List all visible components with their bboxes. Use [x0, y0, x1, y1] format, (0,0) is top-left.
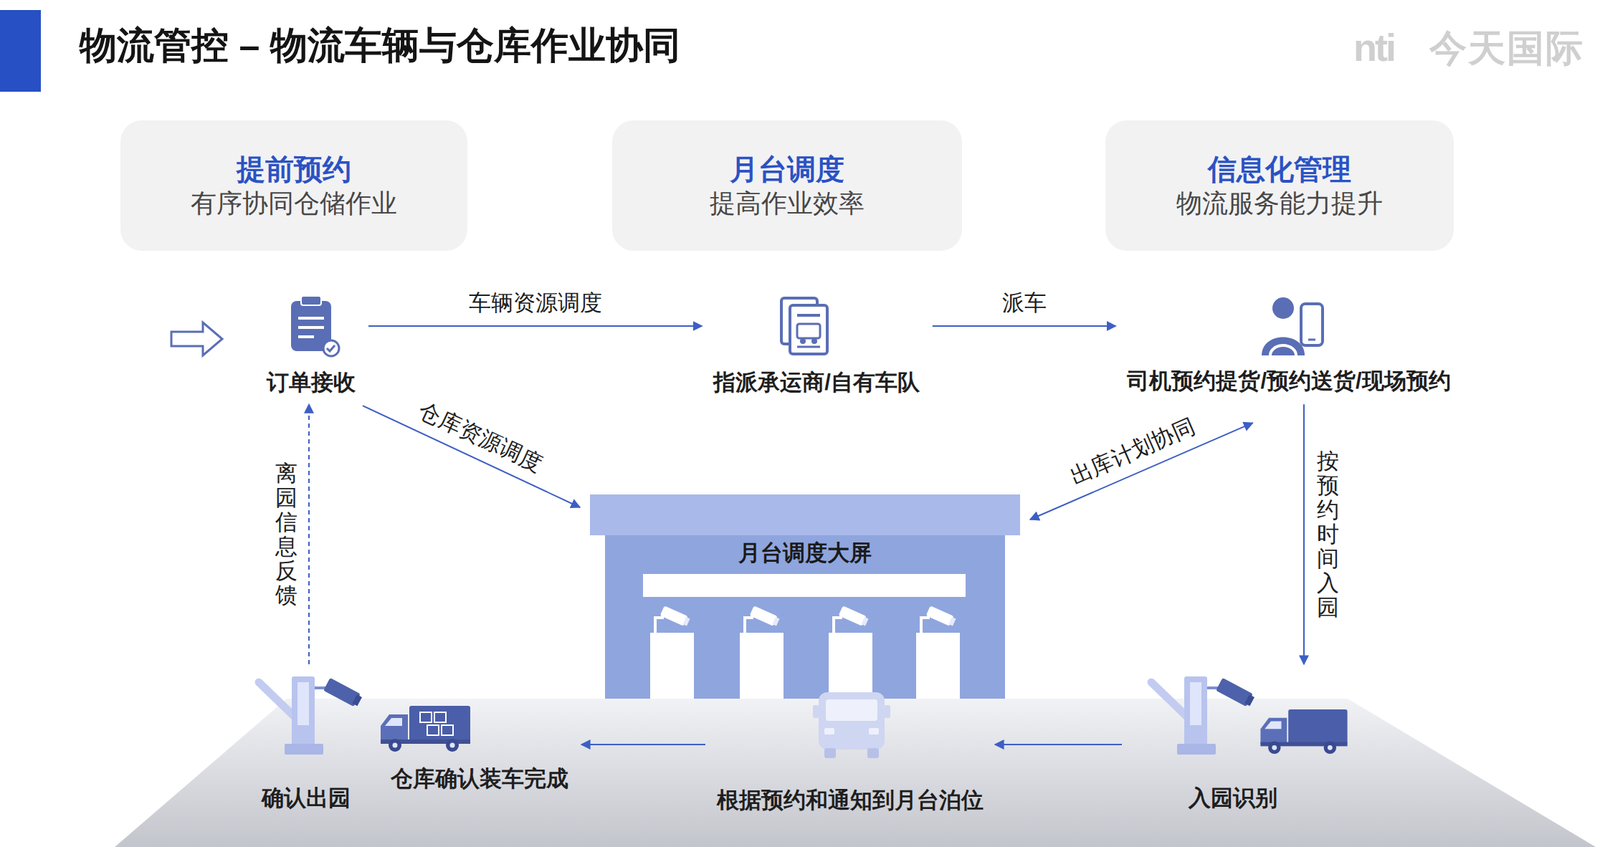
dispatch-icon	[781, 298, 828, 355]
icon-space	[311, 297, 312, 370]
node-label: 指派承运商/自有车队	[713, 369, 920, 396]
node-label: 订单接收	[266, 369, 356, 396]
order-icon	[291, 296, 340, 357]
title-bar	[0, 10, 41, 92]
logo-watermark: 今天国际	[1429, 25, 1585, 71]
step-node: 入园识别	[1129, 670, 1337, 812]
card-body: 有序协同仓储作业	[190, 187, 398, 221]
node-label: 确认出园	[261, 784, 351, 812]
edge-label: 出库计划协同	[1064, 412, 1201, 491]
feature-card: 提前预约有序协同仓储作业	[120, 120, 468, 251]
icon-space	[850, 693, 851, 788]
edge-label: 仓库资源调度	[412, 396, 549, 479]
slide-title: 物流管控 – 物流车辆与仓库作业协同	[79, 21, 681, 71]
card-body: 物流服务能力提升	[1176, 187, 1383, 221]
dock-screen-building: 月台调度大屏	[589, 494, 1021, 699]
node-label: 入园识别	[1188, 784, 1278, 812]
card-heading: 月台调度	[729, 151, 845, 188]
dock-building	[589, 494, 1021, 699]
driver-icon	[1261, 297, 1323, 356]
start-arrow	[171, 322, 223, 356]
icon-space	[1232, 670, 1234, 785]
edge-label: 车辆资源调度	[466, 290, 605, 317]
edge-label: 派车	[1000, 290, 1049, 317]
node-label: 根据预约和通知到月台泊位	[716, 787, 984, 814]
entry-gate	[1151, 676, 1348, 755]
logo-watermark: nti	[1353, 24, 1395, 71]
edge-label: 按预约时间入园	[1316, 446, 1340, 623]
step-node: 司机预约提货/预约送货/现场预约	[1124, 297, 1454, 395]
flow-arrow	[932, 325, 1117, 327]
loading-truck	[380, 706, 471, 752]
node-label: 仓库确认装车完成	[390, 765, 569, 793]
exit-gate	[258, 676, 363, 755]
bus-at-dock	[812, 692, 891, 759]
step-node: 指派承运商/自有车队	[710, 297, 923, 396]
flow-arrow	[1303, 404, 1305, 665]
icon-space	[479, 706, 481, 766]
card-heading: 信息化管理	[1207, 151, 1352, 188]
step-node: 确认出园	[248, 670, 364, 812]
icon-space	[816, 297, 818, 370]
flow-arrow	[368, 325, 702, 327]
icon-space	[306, 670, 307, 785]
feature-card: 月台调度提高作业效率	[612, 120, 963, 251]
flow-arrow	[581, 744, 706, 746]
step-node: 订单接收	[263, 297, 359, 396]
flow-arrow	[308, 404, 310, 665]
icon-space	[1288, 297, 1289, 368]
card-heading: 提前预约	[236, 151, 352, 188]
step-node: 仓库确认装车完成	[387, 706, 572, 793]
flow-arrow	[994, 744, 1122, 746]
step-node: 根据预约和通知到月台泊位	[713, 693, 987, 814]
card-body: 提高作业效率	[709, 187, 865, 221]
feature-card: 信息化管理物流服务能力提升	[1105, 120, 1454, 251]
node-label: 月台调度大屏	[589, 539, 1021, 567]
node-label: 司机预约提货/预约送货/现场预约	[1126, 367, 1451, 395]
edge-label: 离园信息反馈	[275, 458, 298, 611]
